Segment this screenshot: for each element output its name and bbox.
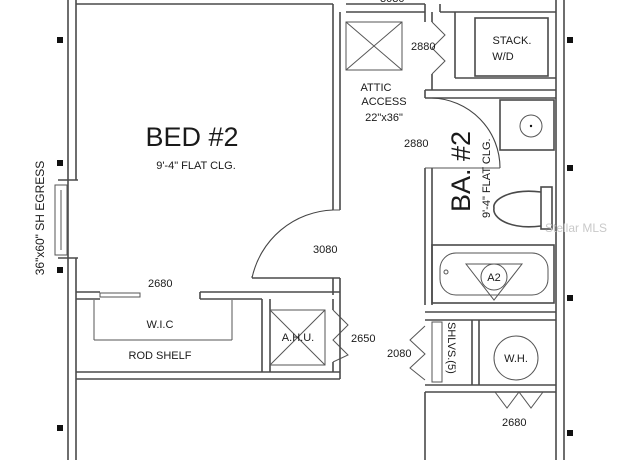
exterior-markers (57, 37, 573, 436)
ahu-closet (269, 299, 349, 372)
attic-label-1: ATTIC (361, 82, 392, 94)
door-2680-wh-label: 2680 (502, 417, 526, 429)
laundry-closet (424, 4, 556, 90)
toilet (493, 186, 553, 230)
bath-title: BA. #2 (446, 131, 476, 212)
top-partial-label: 3030 (380, 0, 404, 5)
watermark: Stellar MLS (545, 221, 607, 235)
bedroom-title: BED #2 (145, 122, 238, 152)
shelves-label: SHLVS.(5) (445, 322, 457, 374)
a2-label: A2 (487, 272, 500, 284)
bedroom-ceiling: 9'-4" FLAT CLG. (156, 160, 236, 172)
egress-label: 36"x60" SH EGRESS (33, 161, 47, 276)
wic-label: W.I.C (147, 319, 174, 331)
door-3080-label: 3080 (313, 244, 337, 256)
bedroom-walls (76, 3, 341, 295)
exterior-walls (67, 0, 565, 460)
attic-access (345, 3, 425, 71)
door-2080-label: 2080 (387, 348, 411, 360)
bathtub (431, 244, 555, 304)
attic-label-2: ACCESS (361, 96, 406, 108)
bath-sink (499, 99, 555, 151)
bath-door (425, 97, 501, 169)
door-2880-bath-label: 2880 (404, 138, 428, 150)
bedroom-door (251, 209, 340, 279)
bath-walls (424, 89, 556, 305)
door-2680-wic-label: 2680 (148, 278, 172, 290)
egress-window (54, 179, 78, 259)
hall-walls (339, 295, 426, 460)
wh-label: W.H. (504, 353, 528, 365)
wic-shelf (93, 300, 233, 341)
wic-walls (76, 291, 340, 380)
utility-walls (409, 311, 556, 409)
attic-label-3: 22"x36" (365, 112, 403, 124)
stack-label-2: W/D (492, 51, 513, 63)
door-2880-top-label: 2880 (411, 41, 435, 53)
stack-label-1: STACK. (493, 35, 532, 47)
ahu-label: A.H.U. (282, 332, 314, 344)
rod-shelf-label: ROD SHELF (129, 350, 192, 362)
bath-ceiling: 9'-4" FLAT CLG. (481, 138, 493, 218)
door-2650-label: 2650 (351, 333, 375, 345)
